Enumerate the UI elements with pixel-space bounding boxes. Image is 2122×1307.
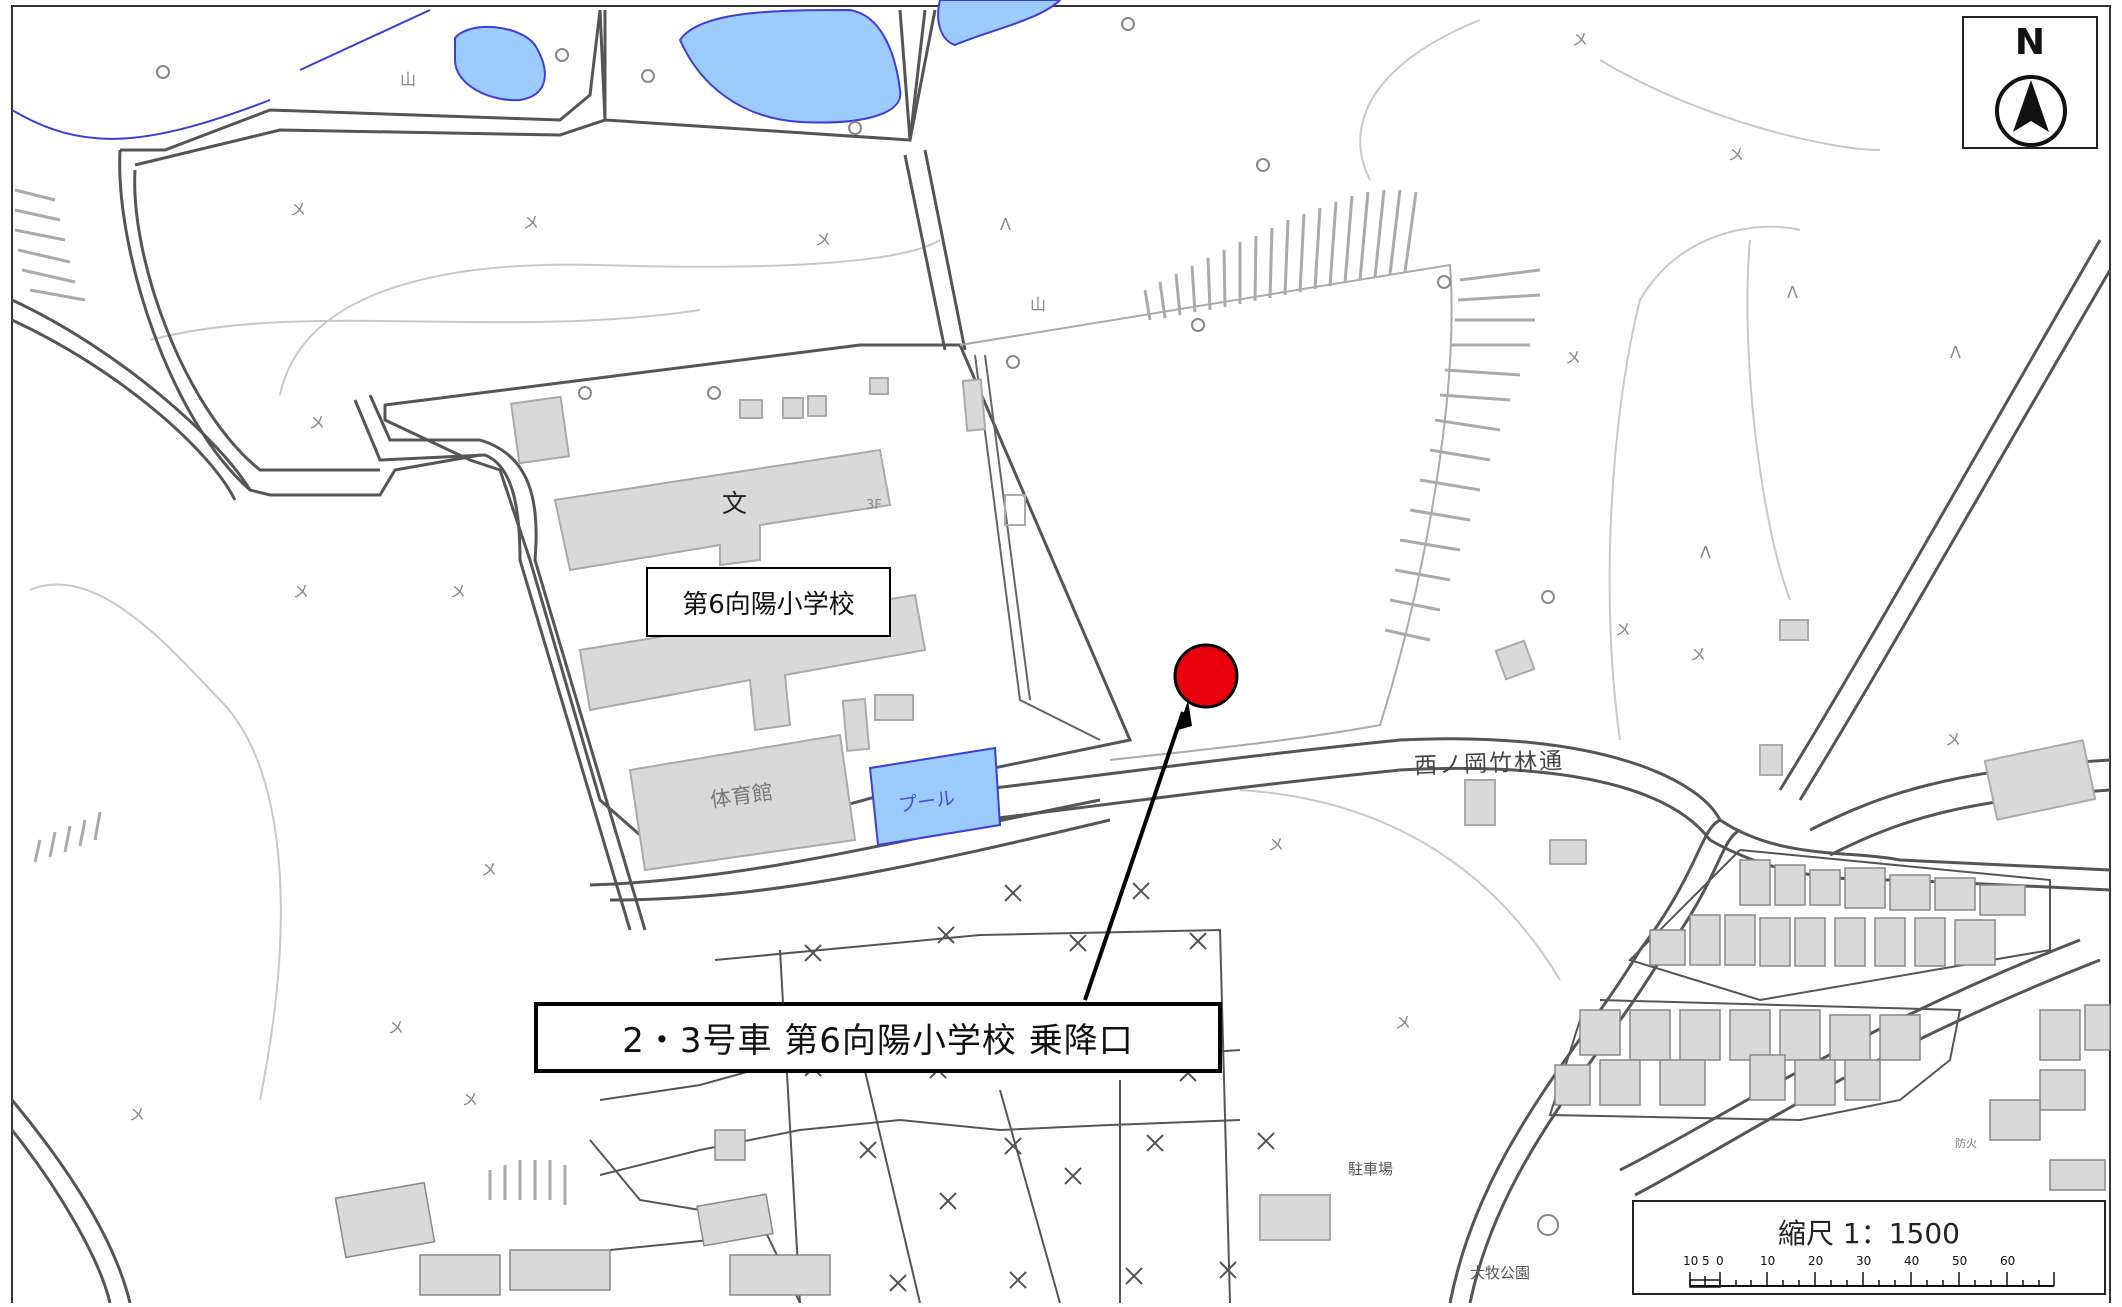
- compass-arrow-icon: [1995, 75, 2067, 147]
- terrain-contours: [29, 19, 1881, 1101]
- floor-count: 3F: [866, 498, 882, 513]
- svg-text:〤: 〤: [309, 413, 325, 432]
- svg-text:ᐱ: ᐱ: [1700, 543, 1711, 562]
- roads: [10, 9, 2112, 1304]
- svg-text:〤: 〤: [1572, 30, 1588, 49]
- svg-text:〤: 〤: [1268, 835, 1284, 854]
- scale-ruler: [1689, 1272, 2055, 1288]
- svg-text:ᐱ: ᐱ: [1950, 343, 1961, 362]
- scale-tick: 0: [1716, 1254, 1724, 1268]
- scale-tick: 20: [1808, 1254, 1824, 1268]
- svg-text:〤: 〤: [450, 582, 466, 601]
- svg-text:〤: 〤: [290, 200, 306, 219]
- fire-label: 防火: [1955, 1137, 1977, 1150]
- svg-text:〤: 〤: [1728, 145, 1744, 164]
- parking-label: 駐車場: [1348, 1160, 1394, 1178]
- school-symbol: 文: [722, 489, 748, 518]
- svg-text:〤: 〤: [1945, 730, 1961, 749]
- boarding-point-callout: 2・3号車 第6向陽小学校 乗降口: [534, 1002, 1222, 1073]
- svg-text:〤: 〤: [523, 213, 539, 232]
- svg-text:〤: 〤: [1615, 620, 1631, 639]
- street-label: 西ノ岡竹林通: [1413, 748, 1565, 780]
- slope-hatching: [14, 188, 1541, 1205]
- scale-tick: 60: [2000, 1254, 2016, 1268]
- svg-text:山: 山: [1030, 295, 1046, 314]
- vegetation-symbols: 〤〤〤 ᐱ〤〤 ᐱᐱ〤 ᐱ〤〤 〤〤〤 〤〤〤 〤〤〤 〤山山: [129, 30, 1961, 1124]
- svg-text:〤: 〤: [1565, 348, 1581, 367]
- scale-title: 縮尺 1：1500: [1778, 1217, 1960, 1250]
- location-marker-group: [1083, 643, 1239, 1001]
- svg-text:〤: 〤: [129, 1105, 145, 1124]
- svg-text:〤: 〤: [462, 1090, 478, 1109]
- location-marker[interactable]: [1173, 643, 1239, 709]
- scale-tick: 30: [1856, 1254, 1872, 1268]
- north-label: N: [2014, 22, 2046, 63]
- scale-tick: 10: [1683, 1254, 1699, 1268]
- tree-symbols: [156, 17, 1559, 1236]
- ponds: [11, 0, 1062, 140]
- svg-text:山: 山: [400, 70, 416, 89]
- svg-text:ᐱ: ᐱ: [1000, 215, 1011, 234]
- pool: [868, 746, 1002, 847]
- houses: [334, 859, 2111, 1296]
- scale-tick: 40: [1904, 1254, 1920, 1268]
- svg-text:〤: 〤: [1690, 645, 1706, 664]
- svg-text:ᐱ: ᐱ: [1787, 283, 1798, 302]
- scale-tick: 50: [1952, 1254, 1968, 1268]
- scale-tick: 10: [1760, 1254, 1776, 1268]
- scale-bar: 縮尺 1：1500 10 5 0 10 20 30 40 50 60: [1632, 1200, 2106, 1295]
- scale-tick: 5: [1702, 1254, 1710, 1268]
- svg-text:〤: 〤: [1395, 1013, 1411, 1032]
- school-name-box: 第6向陽小学校: [646, 567, 891, 637]
- park-label: 大牧公園: [1470, 1264, 1531, 1282]
- north-compass: N: [1962, 16, 2098, 149]
- svg-text:〤: 〤: [815, 230, 831, 249]
- svg-text:〤: 〤: [481, 860, 497, 879]
- svg-text:〤: 〤: [293, 582, 309, 601]
- svg-text:〤: 〤: [388, 1018, 404, 1037]
